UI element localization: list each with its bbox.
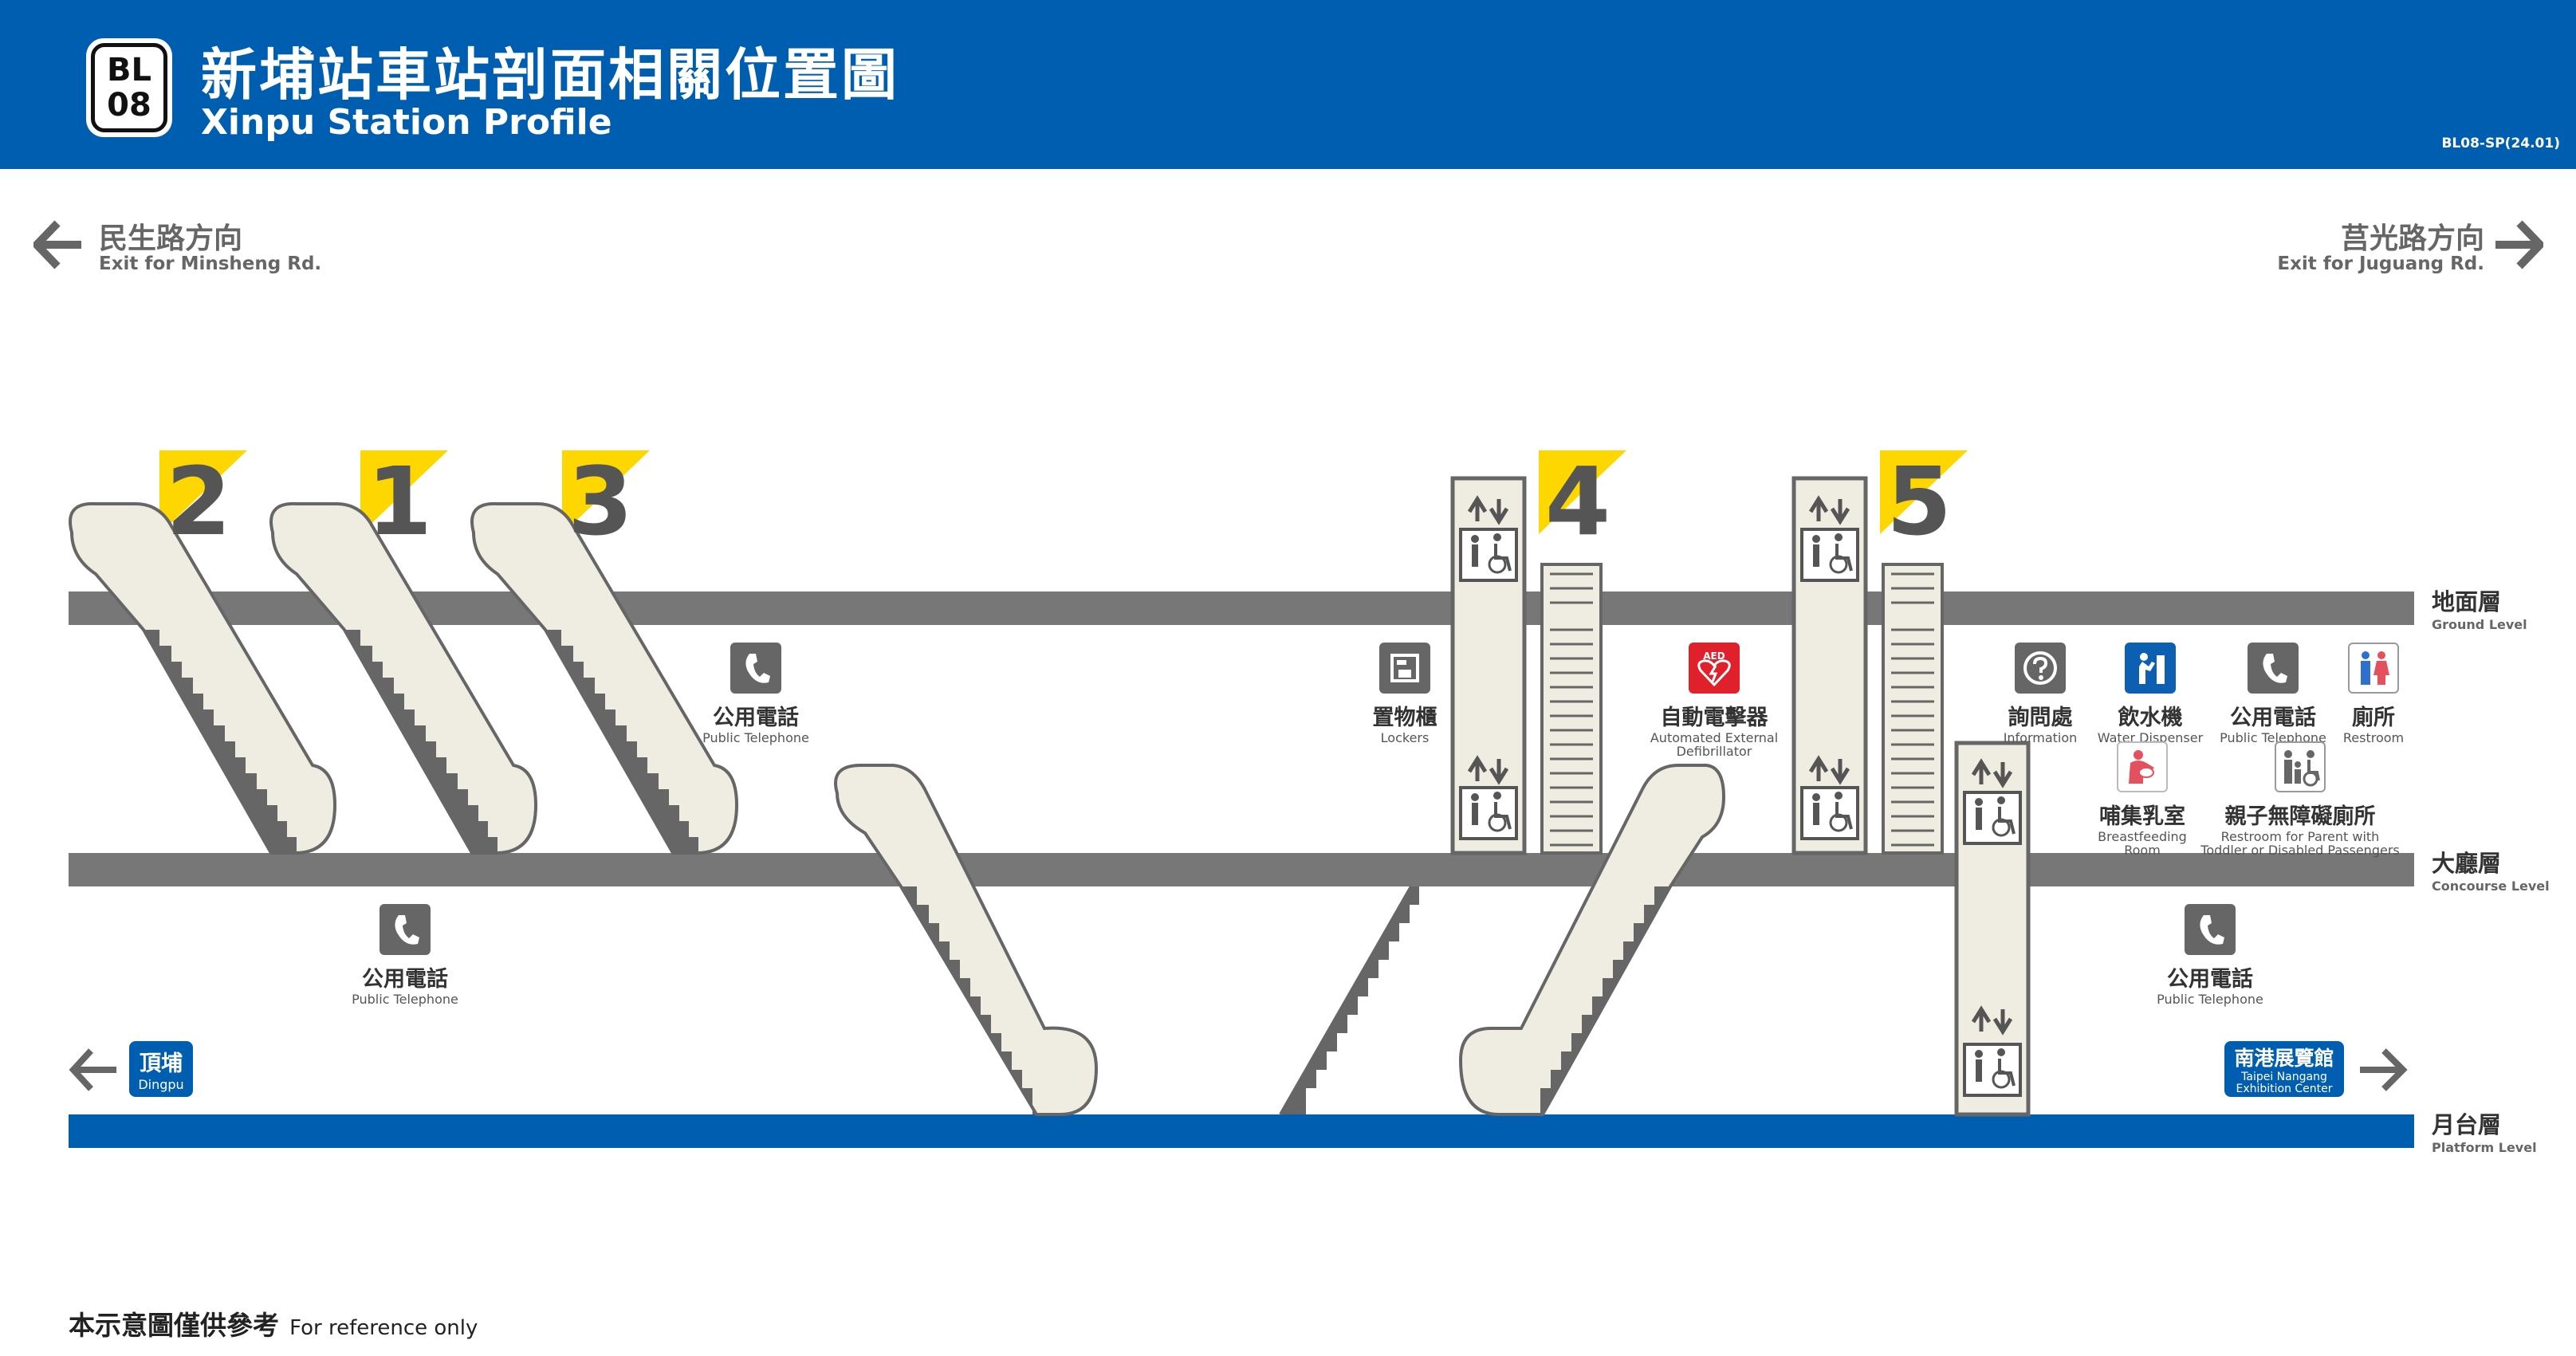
elevator-icon-exit5-concourse: [1800, 755, 1859, 840]
elevator-icon-exit5-ground: [1800, 495, 1859, 582]
elevator-icon-platform-concourse: [1963, 758, 2022, 845]
platform-arrow-left-icon: [69, 1048, 116, 1091]
staircase-concourse-to-platform: [1279, 886, 1419, 1115]
platform-direction-nangang: 南港展覽館 Taipei Nangang Exhibition Center: [2224, 1041, 2344, 1097]
exit-number-2: 2: [166, 446, 232, 556]
facility-public-telephone-3: 公用電話 Public Telephone: [341, 904, 469, 1006]
staircase-exit-5: [1882, 563, 1944, 855]
facility-information: 詢問處 Information: [1987, 643, 2094, 745]
direction-left-zh: 民生路方向: [99, 222, 243, 255]
escalator-exit-3: [470, 501, 739, 855]
ground-level-bar: [69, 592, 2414, 625]
elevator-icon-exit4-concourse: [1459, 755, 1518, 840]
page-title-zh: 新埔站車站剖面相關位置圖: [201, 42, 899, 108]
exit-flag-2: [159, 450, 247, 534]
direction-right-en: Exit for Juguang Rd.: [2277, 254, 2484, 274]
telephone-icon: [2185, 904, 2236, 955]
facility-water-dispenser: 飲水機 Water Dispenser: [2090, 643, 2210, 745]
platform-level-bar: [69, 1114, 2414, 1148]
facility-nursing-room: 哺集乳室 Breastfeeding Room: [2082, 741, 2202, 857]
facility-public-telephone-1: 公用電話 Public Telephone: [692, 643, 820, 745]
question-icon: [2015, 643, 2066, 694]
nursing-icon: [2117, 741, 2168, 792]
concourse-level-label: 大廳層 Concourse Level: [2432, 850, 2550, 894]
arrow-right-icon: [2495, 220, 2543, 269]
elevator-icon-platform: [1963, 1005, 2022, 1097]
ground-level-label: 地面層 Ground Level: [2432, 588, 2527, 632]
exit-number-3: 3: [568, 446, 634, 556]
direction-right-zh: 莒光路方向: [2340, 222, 2484, 255]
footer-disclaimer: 本示意圖僅供參考 For reference only: [69, 1310, 478, 1341]
elevator-icon-exit4-ground: [1459, 495, 1518, 582]
locker-icon: [1379, 643, 1430, 694]
telephone-icon: [2248, 643, 2299, 694]
facility-public-telephone-2: 公用電話 Public Telephone: [2213, 643, 2333, 745]
facility-aed: AED 自動電擊器 Automated External Defibrillat…: [1626, 643, 1802, 758]
page-title-en: Xinpu Station Profile: [201, 102, 612, 143]
line-code: BL: [107, 52, 151, 88]
telephone-icon: [730, 643, 781, 694]
exit-flag-5: [1880, 450, 1968, 534]
platform-level-label: 月台層 Platform Level: [2432, 1111, 2537, 1155]
exit-flag-4: [1539, 450, 1626, 534]
facility-family-restroom: 親子無障礙廁所 Restroom for Parent with Toddler…: [2185, 741, 2416, 857]
header-bar: [0, 0, 2576, 169]
direction-left-en: Exit for Minsheng Rd.: [99, 254, 322, 274]
exit-flag-1: [360, 450, 448, 534]
exit-number-1: 1: [367, 446, 433, 556]
arrow-left-icon: [33, 220, 81, 269]
exit-flag-3: [562, 450, 650, 534]
water-dispenser-icon: [2125, 643, 2176, 694]
platform-direction-dingpu: 頂埔 Dingpu: [129, 1041, 193, 1097]
line-station-code-badge: BL 08: [86, 38, 172, 137]
station-number: 08: [107, 87, 151, 124]
escalator-concourse-to-platform-left: [834, 764, 1099, 1116]
exit-number-4: 4: [1545, 446, 1611, 556]
restroom-icon: [2348, 643, 2399, 694]
staircase-exit-4: [1540, 563, 1603, 855]
platform-arrow-right-icon: [2360, 1048, 2408, 1091]
facility-restroom: 廁所 Restroom: [2330, 643, 2417, 745]
escalator-exit-2: [69, 501, 337, 855]
facility-lockers: 置物櫃 Lockers: [1341, 643, 1469, 745]
facility-public-telephone-4: 公用電話 Public Telephone: [2146, 904, 2274, 1006]
concourse-level-bar: [69, 853, 2414, 886]
family-restroom-icon: [2275, 741, 2326, 792]
escalator-exit-1: [269, 501, 538, 855]
telephone-icon: [380, 904, 431, 955]
svg-text:AED: AED: [1703, 650, 1725, 662]
aed-icon: AED: [1689, 643, 1740, 694]
escalator-concourse-to-platform-right: [1458, 764, 1726, 1116]
exit-number-5: 5: [1886, 446, 1953, 556]
document-code: BL08-SP(24.01): [2441, 136, 2560, 151]
